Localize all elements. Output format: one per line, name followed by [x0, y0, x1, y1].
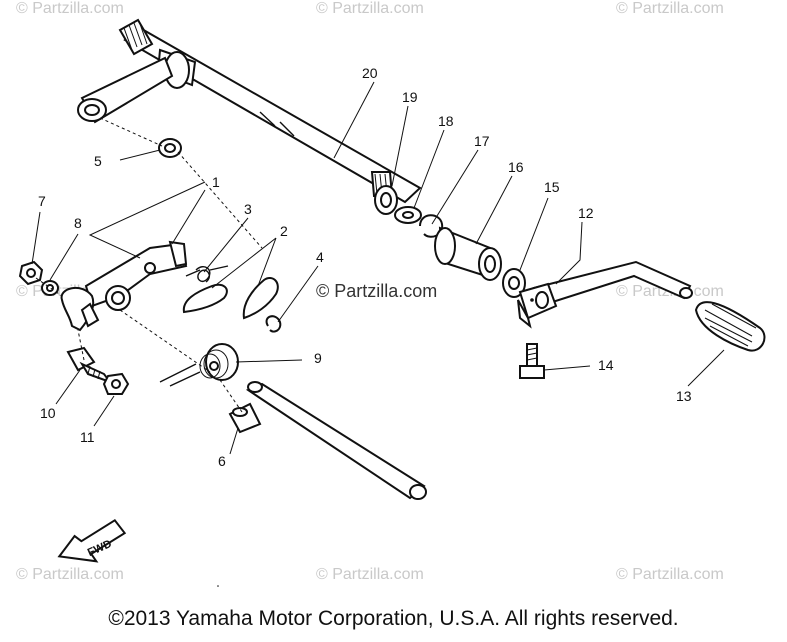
shift-pedal-12: [517, 260, 693, 329]
callout-7: 7: [38, 193, 46, 209]
watermark-top-left: © Partzilla.com: [16, 0, 124, 17]
callout-14: 14: [598, 357, 614, 373]
torsion-spring-9: [159, 343, 239, 387]
copyright-notice: ©2013 Yamaha Motor Corporation, U.S.A. A…: [108, 607, 679, 630]
exploded-parts-diagram: 1 2 3 4 5 6 7 8 9 10 11 12 13 14 15 16 1…: [18, 18, 766, 587]
nut-7: [18, 260, 44, 286]
alignment-lines: [35, 117, 263, 413]
pin-6: [228, 402, 262, 434]
callout-13: 13: [676, 388, 692, 404]
callout-11: 11: [80, 429, 95, 445]
callout-5: 5: [94, 153, 102, 169]
fwd-arrow-icon: FWD: [57, 518, 127, 563]
washer-15: [502, 268, 526, 298]
callout-4: 4: [316, 249, 324, 265]
bolt-14: [519, 343, 545, 379]
nut-11: [102, 372, 130, 395]
bearing-19: [374, 185, 398, 215]
washer-8: [41, 280, 59, 296]
callout-19: 19: [402, 89, 418, 105]
pawl-2: [182, 276, 279, 320]
watermark-top-center: © Partzilla.com: [316, 0, 424, 17]
callout-9: 9: [314, 350, 322, 366]
shift-shaft-upper: [118, 18, 422, 204]
collar-5: [158, 138, 182, 158]
pedal-grip-13: [694, 301, 766, 352]
callout-1: 1: [212, 174, 220, 190]
callout-2: 2: [280, 223, 288, 239]
callout-3: 3: [244, 201, 252, 217]
collar-16: [434, 226, 502, 281]
watermark-bottom-center: © Partzilla.com: [316, 566, 424, 583]
circlip-17: [419, 214, 444, 238]
shift-shaft-lower: [245, 381, 427, 500]
washer-18: [394, 206, 422, 224]
leader-lines: [31, 81, 725, 455]
callout-12: 12: [578, 205, 594, 221]
callout-15: 15: [544, 179, 560, 195]
callout-17: 17: [474, 133, 490, 149]
watermark-top-right: © Partzilla.com: [616, 0, 724, 17]
circlip-4: [265, 315, 282, 333]
callout-10: 10: [40, 405, 56, 421]
bolt-10: [66, 346, 113, 385]
watermark-bottom-left: © Partzilla.com: [16, 566, 124, 583]
shift-arm-upper: [77, 56, 174, 124]
callout-8: 8: [74, 215, 82, 231]
callout-6: 6: [218, 453, 226, 469]
shift-lever-1: [60, 240, 188, 332]
watermark-center: © Partzilla.com: [316, 281, 438, 301]
callout-16: 16: [508, 159, 524, 175]
callout-18: 18: [438, 113, 454, 129]
watermark-bottom-right: © Partzilla.com: [616, 566, 724, 583]
callout-20: 20: [362, 65, 378, 81]
